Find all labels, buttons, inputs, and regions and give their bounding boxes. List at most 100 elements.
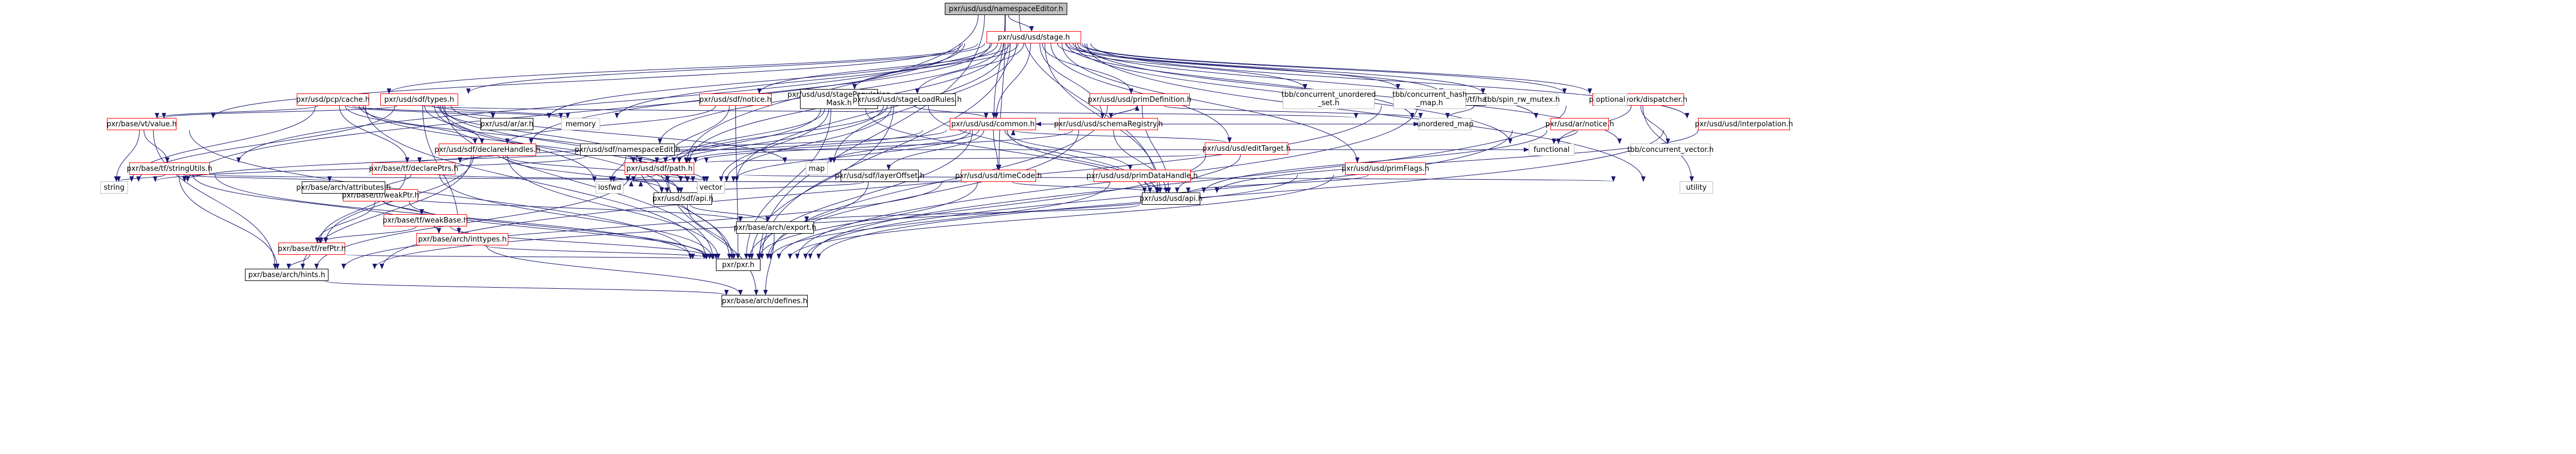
node-vtValue[interactable]: pxr/base/vt/value.h (106, 118, 177, 130)
node-stageLoadRules[interactable]: pxr/usd/usd/stageLoadRules.h (853, 93, 961, 106)
node-declarePtrs[interactable]: pxr/base/tf/declarePtrs.h (369, 162, 458, 175)
node-label: pxr/base/vt/value.h (106, 120, 177, 129)
edge-pcpCache-to-memory (352, 105, 563, 119)
node-memory: memory (561, 118, 600, 130)
node-sdfNotice[interactable]: pxr/usd/sdf/notice.h (699, 93, 772, 106)
node-sdfPath[interactable]: pxr/usd/sdf/path.h (625, 162, 694, 175)
edge-sdfApi-to-export (690, 204, 770, 222)
edge-declarePtrs-to-vector (437, 174, 689, 182)
node-label: pxr/base/arch/attributes.h (296, 183, 391, 192)
node-arNotice[interactable]: pxr/usd/ar/notice.h (1545, 118, 1614, 130)
edge-stage-to-string (185, 43, 961, 182)
edge-hashmap-to-unordered_map (1445, 105, 1475, 119)
edge-sdfTypes-to-vtValue (161, 105, 398, 119)
node-tbbHash: tbb/concurrent_hash_map.h (1392, 89, 1467, 109)
node-stringUtils[interactable]: pxr/base/tf/stringUtils.h (126, 162, 213, 175)
node-ne[interactable]: pxr/usd/usd/namespaceEditor.h (945, 3, 1067, 15)
node-label: pxr/usd/usd/editTarget.h (1202, 144, 1291, 153)
node-attributes[interactable]: pxr/base/arch/attributes.h (296, 181, 391, 194)
node-hints[interactable]: pxr/base/arch/hints.h (245, 269, 328, 281)
edge-interpolation-to-api (1214, 130, 1699, 193)
node-label: pxr/usd/sdf/types.h (384, 95, 454, 104)
node-primDataHandle[interactable]: pxr/usd/usd/primDataHandle.h (1086, 170, 1198, 182)
edge-export-to-defines (763, 233, 775, 295)
node-label: pxr/usd/usd/stage.h (998, 33, 1070, 42)
edge-sdfPath-to-vector (663, 174, 709, 182)
node-defines[interactable]: pxr/base/arch/defines.h (722, 295, 808, 307)
edge-stage-to-stringUtils (236, 43, 965, 163)
node-label: memory (565, 120, 596, 129)
edge-stage-to-tbbMutex (1072, 43, 1485, 94)
edge-stringUtils-to-string (116, 174, 166, 182)
node-inttypes[interactable]: pxr/base/arch/inttypes.h (416, 233, 508, 245)
node-functional: functional (1529, 144, 1574, 156)
node-label: tbb/concurrent_unordered (1281, 91, 1376, 99)
node-primDefinition[interactable]: pxr/usd/usd/primDefinition.h (1088, 93, 1191, 106)
node-interpolation[interactable]: pxr/usd/usd/interpolation.h (1695, 118, 1793, 130)
node-label: pxr/pxr.h (722, 260, 755, 269)
edge-editTarget-to-common (1011, 130, 1227, 143)
edge-hashmap-to-pxr (795, 105, 1418, 259)
edge-primDataHandle-to-pxr (768, 181, 1110, 259)
edge-sdfNotice-to-declareHandles (505, 105, 716, 144)
node-label: pxr/usd/sdf/api.h (652, 194, 714, 203)
node-declareHandles[interactable]: pxr/usd/sdf/declareHandles.h (434, 144, 541, 156)
node-label: pxr/base/tf/weakBase.h (382, 216, 468, 225)
node-label: pxr/base/arch/export.h (733, 223, 817, 232)
node-label: pxr/base/tf/stringUtils.h (126, 164, 213, 173)
node-weakBase[interactable]: pxr/base/tf/weakBase.h (382, 214, 468, 226)
edge-common-to-map (828, 130, 979, 163)
edge-primDefinition-to-schemaRegistry (1108, 105, 1138, 119)
edge-stage-to-stageLoadRules (915, 43, 1024, 94)
node-stage[interactable]: pxr/usd/usd/stage.h (987, 31, 1081, 43)
node-iosfwd: iosfwd (596, 181, 624, 194)
edge-sdfApi-to-pxr (686, 204, 737, 259)
node-sdfApi[interactable]: pxr/usd/sdf/api.h (652, 193, 714, 205)
node-export[interactable]: pxr/base/arch/export.h (733, 221, 817, 234)
node-timeCode[interactable]: pxr/usd/usd/timeCode.h (955, 170, 1042, 182)
node-string: string (100, 181, 128, 194)
edge-sdfTypes-to-pxr (444, 105, 715, 259)
node-label: utility (1686, 183, 1707, 192)
edge-sdfTypes-to-sdfApi (440, 105, 664, 193)
edge-namespaceEdit-to-string (153, 155, 587, 182)
edge-pcpCache-to-vtValue (155, 105, 318, 119)
node-editTarget[interactable]: pxr/usd/usd/editTarget.h (1202, 142, 1291, 155)
node-layerOffset[interactable]: pxr/usd/sdf/layerOffset.h (835, 170, 925, 182)
node-label: pxr/usd/usd/primFlags.h (1341, 164, 1430, 173)
node-common[interactable]: pxr/usd/usd/common.h (950, 118, 1036, 130)
node-pxr[interactable]: pxr/pxr.h (716, 259, 760, 271)
edge-refPtr-to-hints (286, 254, 310, 269)
node-schemaRegistry[interactable]: pxr/usd/usd/schemaRegistry.h (1054, 118, 1163, 130)
edge-refPtr-to-pxr (345, 253, 706, 259)
edge-primFlags-to-api (1186, 174, 1369, 193)
node-tbbSet: tbb/concurrent_unordered_set.h (1281, 89, 1376, 109)
edge-common-to-vector (731, 130, 971, 182)
node-refPtr[interactable]: pxr/base/tf/refPtr.h (278, 243, 346, 255)
node-tbbMutex: tbb/spin_rw_mutex.h (1484, 93, 1560, 106)
node-api[interactable]: pxr/usd/usd/api.h (1140, 193, 1203, 205)
edge-declareHandles-to-sdfApi (503, 155, 670, 193)
edge-namespaceEdit-to-iosfwd (609, 155, 626, 182)
edge-vtValue-to-hints (153, 130, 278, 269)
node-sdfTypes[interactable]: pxr/usd/sdf/types.h (380, 93, 458, 106)
edge-dispatcher-to-pxr (808, 105, 1567, 259)
node-primFlags[interactable]: pxr/usd/usd/primFlags.h (1341, 162, 1430, 175)
node-label: pxr/usd/usd/primDataHandle.h (1086, 171, 1198, 180)
edge-stage-to-optional (1080, 43, 1567, 94)
node-pcpCache[interactable]: pxr/usd/pcp/cache.h (296, 93, 370, 106)
node-label: map (808, 164, 825, 173)
edge-layerOffset-to-pxr (747, 181, 869, 259)
node-utility: utility (1680, 181, 1713, 194)
edge-common-to-api (1007, 130, 1159, 193)
edge-stage-to-tbbHash (1065, 43, 1400, 90)
edge-namespaceEdit-to-sdfPath (630, 155, 659, 163)
node-arAr[interactable]: pxr/usd/ar/ar.h (480, 118, 533, 130)
node-label: pxr/usd/usd/interpolation.h (1695, 120, 1793, 129)
edge-schemaRegistry-to-api (1113, 130, 1169, 193)
node-map: map (806, 162, 828, 175)
node-label: pxr/usd/usd/timeCode.h (955, 171, 1042, 180)
edge-sdfNotice-to-pxr (735, 105, 740, 259)
node-namespaceEdit[interactable]: pxr/usd/sdf/namespaceEdit.h (575, 144, 680, 156)
